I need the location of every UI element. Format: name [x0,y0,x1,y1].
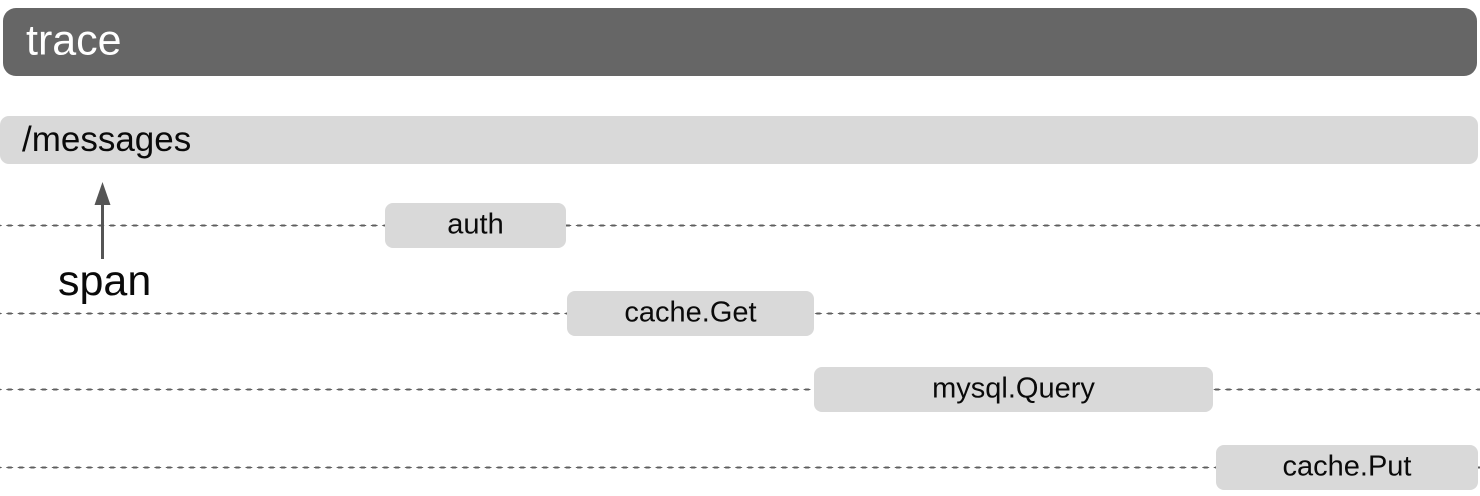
root-span-bar-label: /messages [22,119,192,159]
span-bar-label: mysql.Query [932,372,1095,405]
trace-bar-label: trace [26,16,122,65]
span-bar-label: auth [447,208,504,241]
timeline-row-2 [0,388,1480,391]
span-bar-label: cache.Get [624,296,757,329]
timeline-row-3 [0,466,1480,469]
span-bar-cache-put[interactable]: cache.Put [1216,445,1478,490]
root-span-bar[interactable]: /messages [0,116,1478,164]
up-arrow-icon [92,181,113,260]
span-bar-mysql-query[interactable]: mysql.Query [814,367,1213,412]
span-bar-cache-get[interactable]: cache.Get [567,291,814,336]
span-bar-auth[interactable]: auth [385,203,566,248]
span-annotation-label: span [58,257,152,305]
span-bar-label: cache.Put [1282,450,1412,483]
timeline-row-0 [0,224,1480,227]
trace-bar[interactable]: trace [3,8,1477,76]
